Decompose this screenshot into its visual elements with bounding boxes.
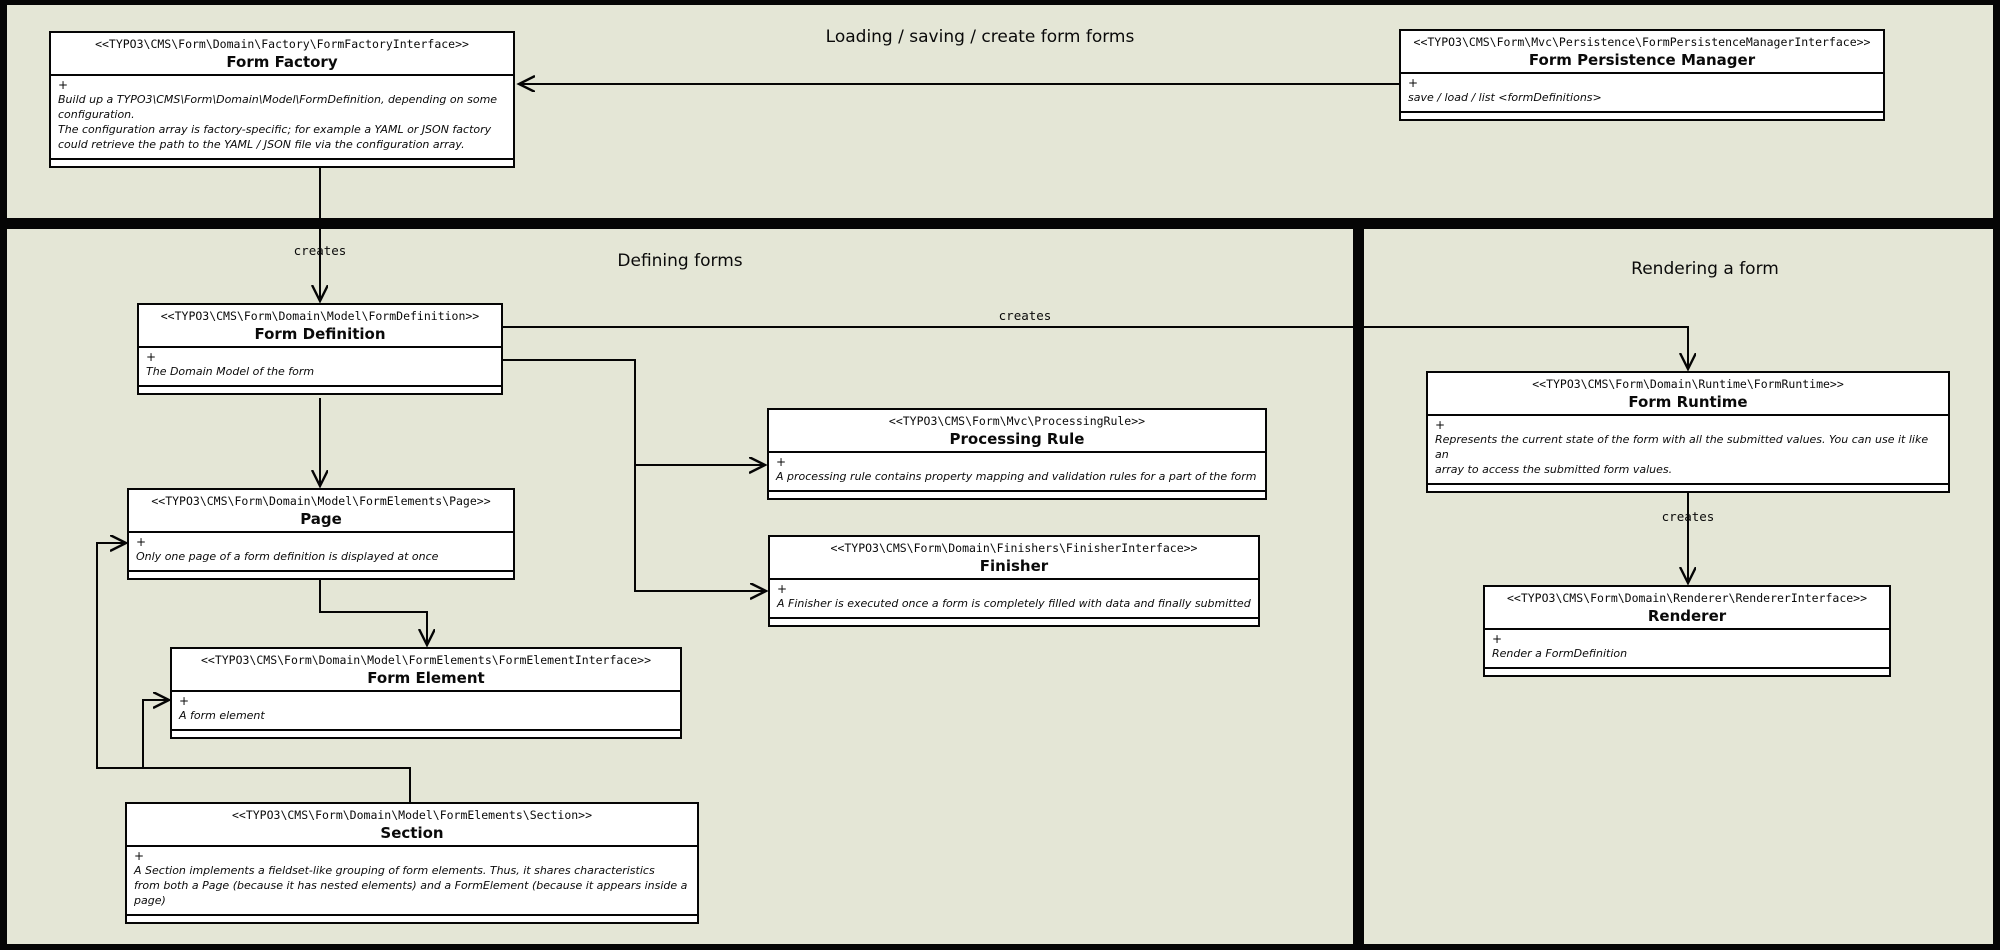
class-footer bbox=[769, 490, 1265, 498]
class-footer bbox=[129, 570, 513, 578]
class-body: + Build up a TYPO3\CMS\Form\Domain\Model… bbox=[51, 76, 513, 158]
class-stereotype: <<TYPO3\CMS\Form\Domain\Renderer\Rendere… bbox=[1506, 591, 1868, 605]
class-stereotype: <<TYPO3\CMS\Form\Domain\Model\FormElemen… bbox=[200, 653, 652, 667]
class-body: + Render a FormDefinition bbox=[1485, 630, 1889, 667]
arrow-section-to-page bbox=[96, 543, 411, 802]
frame-divider-vertical bbox=[1353, 229, 1364, 944]
arrow-section-to-formelement bbox=[142, 700, 169, 768]
section-title-defining: Defining forms bbox=[617, 251, 743, 271]
class-name: Section bbox=[380, 824, 444, 842]
class-header: <<TYPO3\CMS\Form\Mvc\ProcessingRule>> Pr… bbox=[769, 410, 1265, 453]
class-footer bbox=[172, 729, 680, 737]
visibility-marker: + bbox=[134, 849, 145, 863]
class-stereotype: <<TYPO3\CMS\Form\Mvc\ProcessingRule>> bbox=[888, 414, 1146, 428]
class-description: A form element bbox=[179, 709, 265, 722]
class-box-section: <<TYPO3\CMS\Form\Domain\Model\FormElemen… bbox=[125, 802, 699, 924]
class-stereotype: <<TYPO3\CMS\Form\Mvc\Persistence\FormPer… bbox=[1413, 35, 1871, 49]
class-box-form-runtime: <<TYPO3\CMS\Form\Domain\Runtime\FormRunt… bbox=[1426, 371, 1950, 493]
class-body: + A Section implements a fieldset-like g… bbox=[127, 847, 697, 914]
class-header: <<TYPO3\CMS\Form\Mvc\Persistence\FormPer… bbox=[1401, 31, 1883, 74]
class-description: A Finisher is executed once a form is co… bbox=[777, 597, 1251, 610]
class-name: Form Element bbox=[367, 669, 485, 687]
class-name: Processing Rule bbox=[949, 430, 1085, 448]
class-body: + Only one page of a form definition is … bbox=[129, 533, 513, 570]
edge-label-creates-top: creates bbox=[293, 243, 347, 258]
class-header: <<TYPO3\CMS\Form\Domain\Factory\FormFact… bbox=[51, 33, 513, 76]
class-header: <<TYPO3\CMS\Form\Domain\Model\FormElemen… bbox=[172, 649, 680, 692]
class-box-form-factory: <<TYPO3\CMS\Form\Domain\Factory\FormFact… bbox=[49, 31, 515, 168]
class-description: Build up a TYPO3\CMS\Form\Domain\Model\F… bbox=[58, 93, 498, 151]
visibility-marker: + bbox=[146, 350, 157, 364]
class-footer bbox=[1428, 483, 1948, 491]
edge-label-creates-right: creates bbox=[1661, 509, 1715, 524]
frame-divider-horizontal bbox=[0, 218, 2000, 229]
arrow-definition-to-finisher bbox=[503, 359, 766, 591]
class-body: + save / load / list <formDefinitions> bbox=[1401, 74, 1883, 111]
class-stereotype: <<TYPO3\CMS\Form\Domain\Model\FormDefini… bbox=[160, 309, 480, 323]
class-description: A processing rule contains property mapp… bbox=[776, 470, 1257, 483]
class-footer bbox=[139, 385, 501, 393]
visibility-marker: + bbox=[136, 535, 147, 549]
class-name: Form Definition bbox=[254, 325, 386, 343]
class-body: + A processing rule contains property ma… bbox=[769, 453, 1265, 490]
class-footer bbox=[127, 914, 697, 922]
frame-border-top bbox=[0, 0, 2000, 5]
visibility-marker: + bbox=[1408, 76, 1419, 90]
class-name: Finisher bbox=[979, 557, 1049, 575]
class-body: + A form element bbox=[172, 692, 680, 729]
class-footer bbox=[1485, 667, 1889, 675]
class-description: Render a FormDefinition bbox=[1492, 647, 1628, 660]
class-name: Renderer bbox=[1647, 607, 1727, 625]
class-body: + A Finisher is executed once a form is … bbox=[770, 580, 1258, 617]
class-description: Represents the current state of the form… bbox=[1435, 433, 1929, 476]
class-stereotype: <<TYPO3\CMS\Form\Domain\Finishers\Finish… bbox=[830, 541, 1198, 555]
section-title-loading: Loading / saving / create form forms bbox=[825, 27, 1135, 47]
class-box-processing-rule: <<TYPO3\CMS\Form\Mvc\ProcessingRule>> Pr… bbox=[767, 408, 1267, 500]
class-stereotype: <<TYPO3\CMS\Form\Domain\Runtime\FormRunt… bbox=[1532, 377, 1844, 391]
class-name: Form Persistence Manager bbox=[1528, 51, 1756, 69]
frame-border-bottom bbox=[0, 944, 2000, 950]
visibility-marker: + bbox=[179, 694, 190, 708]
edge-label-creates-middle: creates bbox=[998, 308, 1052, 323]
visibility-marker: + bbox=[1435, 418, 1446, 432]
class-stereotype: <<TYPO3\CMS\Form\Domain\Model\FormElemen… bbox=[151, 494, 491, 508]
class-footer bbox=[1401, 111, 1883, 119]
class-box-form-persistence-manager: <<TYPO3\CMS\Form\Mvc\Persistence\FormPer… bbox=[1399, 29, 1885, 121]
class-box-page: <<TYPO3\CMS\Form\Domain\Model\FormElemen… bbox=[127, 488, 515, 580]
class-body: + Represents the current state of the fo… bbox=[1428, 416, 1948, 483]
class-header: <<TYPO3\CMS\Form\Domain\Model\FormDefini… bbox=[139, 305, 501, 348]
class-box-form-element: <<TYPO3\CMS\Form\Domain\Model\FormElemen… bbox=[170, 647, 682, 739]
class-header: <<TYPO3\CMS\Form\Domain\Model\FormElemen… bbox=[129, 490, 513, 533]
arrow-definition-to-runtime bbox=[503, 326, 1688, 369]
class-header: <<TYPO3\CMS\Form\Domain\Model\FormElemen… bbox=[127, 804, 697, 847]
section-title-rendering: Rendering a form bbox=[1631, 259, 1779, 279]
class-footer bbox=[51, 158, 513, 166]
visibility-marker: + bbox=[1492, 632, 1503, 646]
class-description: save / load / list <formDefinitions> bbox=[1408, 91, 1602, 104]
class-description: The Domain Model of the form bbox=[146, 365, 315, 378]
frame-border-right bbox=[1993, 0, 2000, 950]
class-header: <<TYPO3\CMS\Form\Domain\Renderer\Rendere… bbox=[1485, 587, 1889, 630]
class-header: <<TYPO3\CMS\Form\Domain\Runtime\FormRunt… bbox=[1428, 373, 1948, 416]
class-description: A Section implements a fieldset-like gro… bbox=[134, 864, 688, 907]
class-stereotype: <<TYPO3\CMS\Form\Domain\Factory\FormFact… bbox=[95, 37, 469, 51]
class-header: <<TYPO3\CMS\Form\Domain\Finishers\Finish… bbox=[770, 537, 1258, 580]
class-box-form-definition: <<TYPO3\CMS\Form\Domain\Model\FormDefini… bbox=[137, 303, 503, 395]
class-box-finisher: <<TYPO3\CMS\Form\Domain\Finishers\Finish… bbox=[768, 535, 1260, 627]
class-stereotype: <<TYPO3\CMS\Form\Domain\Model\FormElemen… bbox=[231, 808, 593, 822]
class-footer bbox=[770, 617, 1258, 625]
class-name: Form Factory bbox=[226, 53, 338, 71]
frame-border-left bbox=[0, 0, 7, 950]
visibility-marker: + bbox=[777, 582, 788, 596]
arrow-page-to-formelement bbox=[319, 578, 427, 645]
class-body: + The Domain Model of the form bbox=[139, 348, 501, 385]
class-box-renderer: <<TYPO3\CMS\Form\Domain\Renderer\Rendere… bbox=[1483, 585, 1891, 677]
visibility-marker: + bbox=[58, 78, 69, 92]
class-name: Page bbox=[300, 510, 342, 528]
class-description: Only one page of a form definition is di… bbox=[136, 550, 439, 563]
class-name: Form Runtime bbox=[1628, 393, 1748, 411]
visibility-marker: + bbox=[776, 455, 787, 469]
